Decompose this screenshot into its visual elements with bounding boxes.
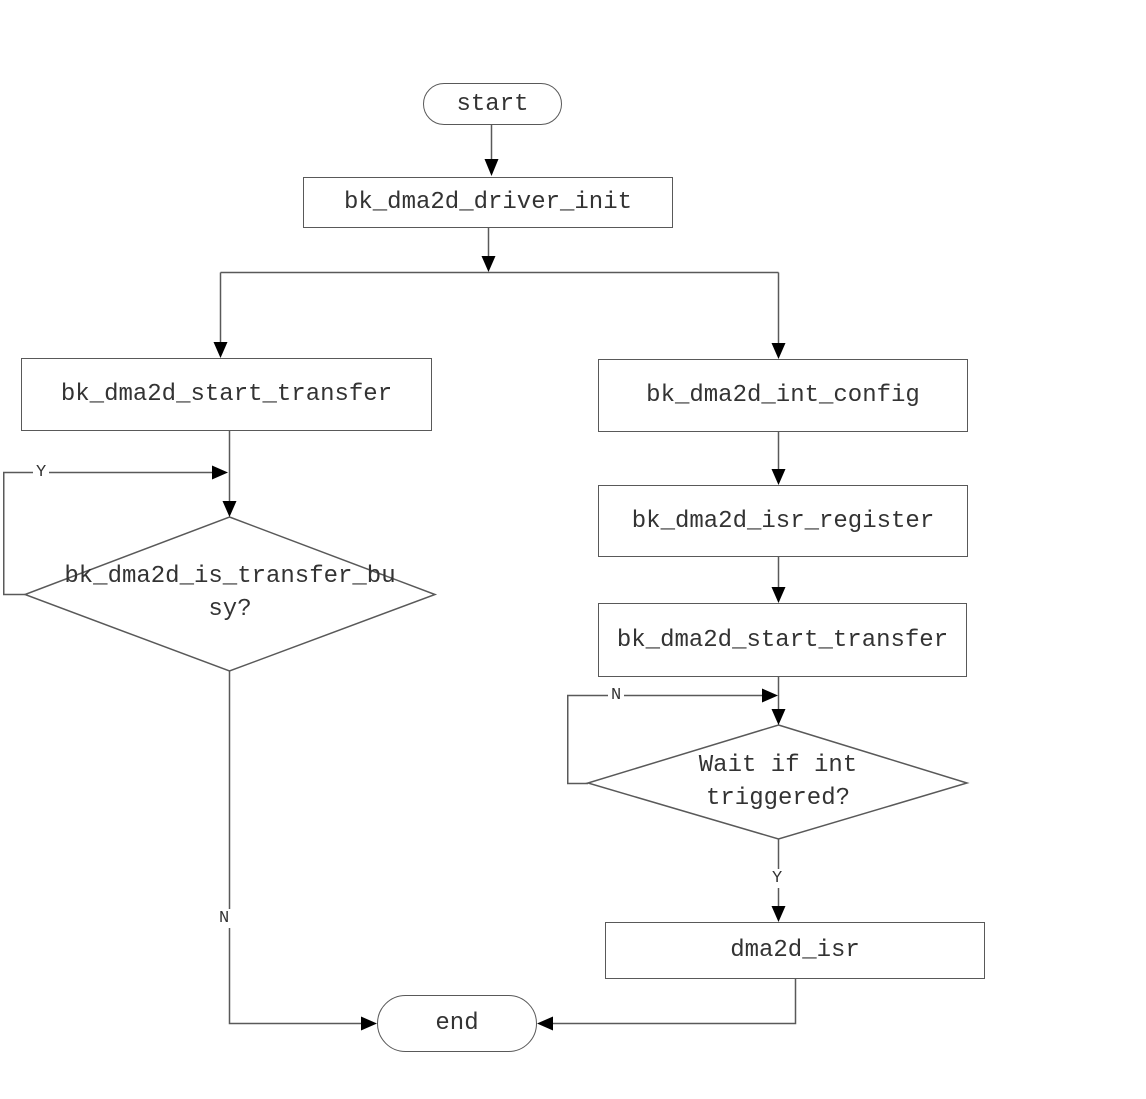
node-dma2d-isr: dma2d_isr (605, 922, 985, 979)
node-isr-register-label: bk_dma2d_isr_register (631, 507, 935, 535)
node-end: end (377, 995, 537, 1052)
node-start-transfer-right-label: bk_dma2d_start_transfer (616, 626, 949, 654)
arrowhead-left-icon (537, 1016, 553, 1031)
node-driver-init-label: bk_dma2d_driver_init (343, 189, 633, 216)
node-dma2d-isr-label: dma2d_isr (730, 937, 860, 964)
arrowhead-down-icon (771, 906, 786, 922)
edge-label-busy-yes: Y (33, 463, 50, 482)
arrowhead-down-icon (484, 159, 499, 176)
node-start-transfer-left-label: bk_dma2d_start_transfer (60, 381, 393, 408)
arrowhead-down-icon (481, 256, 496, 272)
arrowhead-down-icon (213, 342, 228, 358)
node-start-transfer-right: bk_dma2d_start_transfer (598, 603, 967, 677)
node-driver-init: bk_dma2d_driver_init (303, 177, 673, 228)
node-start-label: start (456, 90, 529, 118)
arrowhead-down-icon (771, 343, 786, 359)
node-end-label: end (435, 1010, 479, 1037)
edge-label-busy-no: N (216, 909, 233, 928)
node-int-config: bk_dma2d_int_config (598, 359, 968, 432)
node-isr-register: bk_dma2d_isr_register (598, 485, 968, 557)
edge-label-wait-yes: Y (769, 869, 786, 888)
edge-busy-no-to-end (228, 671, 362, 1025)
decision-is-transfer-busy (22, 516, 438, 672)
node-start-transfer-left: bk_dma2d_start_transfer (21, 358, 432, 431)
arrowhead-right-icon (212, 465, 228, 480)
arrowhead-down-icon (771, 709, 786, 725)
decision-wait-if-int-triggered (585, 724, 970, 840)
arrowhead-down-icon (222, 501, 237, 517)
node-int-config-label: bk_dma2d_int_config (646, 382, 920, 409)
arrowhead-down-icon (771, 587, 786, 603)
edge-busy-yes-loop (3, 471, 212, 596)
edge-wait-no-loop (567, 694, 762, 785)
arrowhead-right-icon (361, 1016, 377, 1031)
edge-label-wait-no: N (608, 686, 625, 705)
node-start: start (423, 83, 562, 125)
arrowhead-down-icon (771, 469, 786, 485)
edge-dma2d-isr-to-end (552, 979, 797, 1025)
arrowhead-right-icon (762, 688, 778, 703)
